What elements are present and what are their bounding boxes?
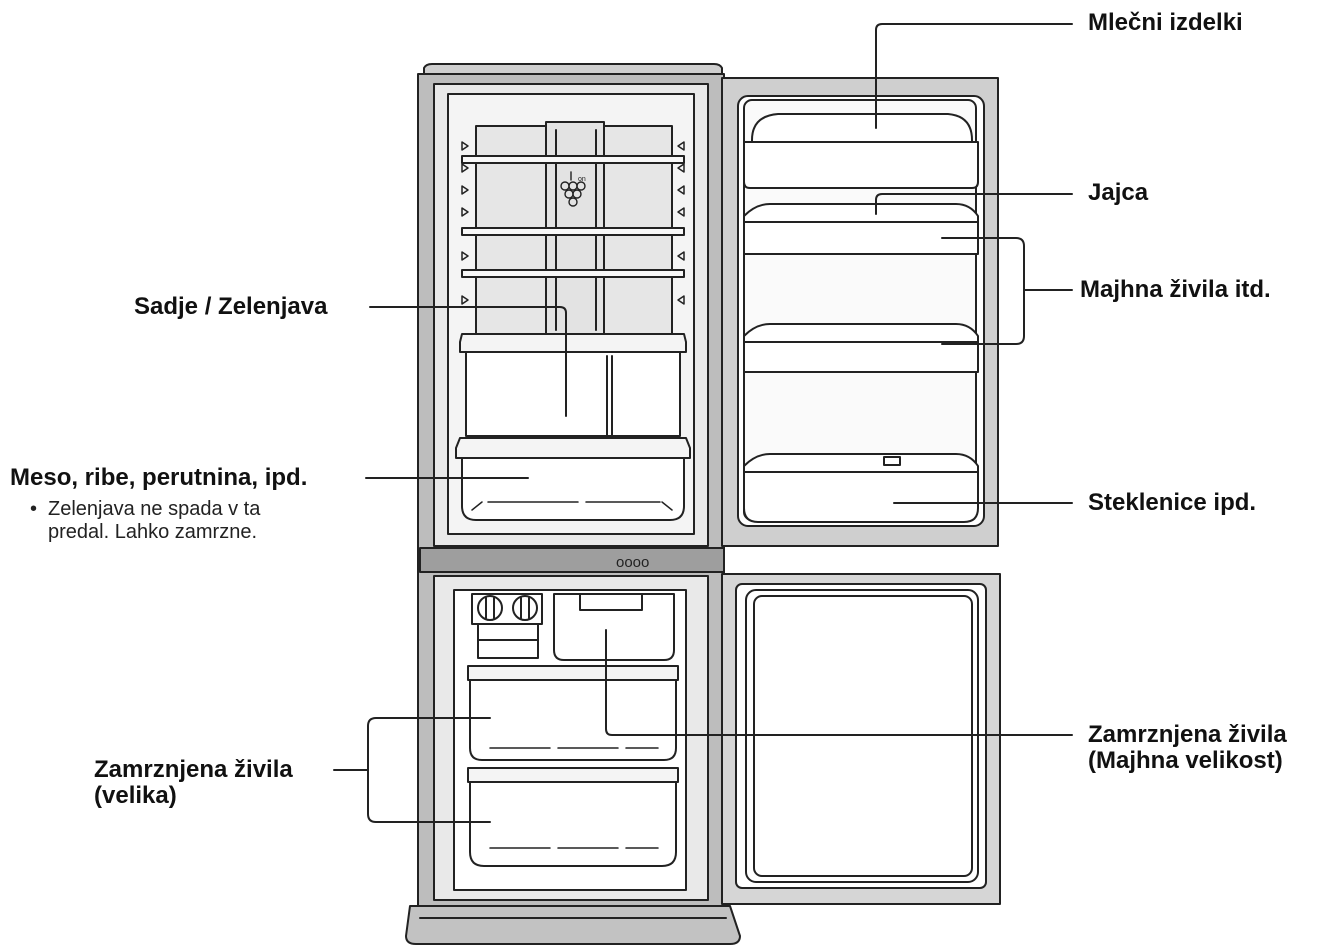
note-line-1: Zelenjava ne spada v ta — [48, 498, 261, 520]
leader-lines — [333, 23, 1073, 823]
bottle-pocket — [743, 453, 979, 523]
freezer-drawer-lower — [467, 767, 679, 867]
leader-small-foods — [941, 237, 1073, 345]
label-frozen-large-line-1: Zamrznjena živila — [94, 756, 293, 783]
upper-door — [721, 77, 999, 547]
shelf-rails-right — [677, 141, 685, 305]
label-dairy: Mlečni izdelki — [1088, 9, 1243, 36]
control-panel — [419, 547, 725, 573]
label-small-foods: Majhna živila itd. — [1080, 276, 1271, 303]
label-frozen-large: Zamrznjena živila (velika) — [94, 757, 293, 809]
shelves — [461, 155, 685, 278]
label-meat-fish: Meso, ribe, perutnina, ipd. — [10, 464, 308, 491]
shelf — [461, 155, 685, 164]
ice-maker — [471, 593, 543, 659]
leader-dairy — [875, 23, 1073, 129]
fridge-top-cap — [423, 63, 723, 75]
leader-fruit-veg — [369, 306, 567, 417]
label-frozen-large-line-2: (velika) — [94, 782, 177, 809]
label-fruit-veg: Sadje / Zelenjava — [134, 293, 328, 320]
shelf — [461, 227, 685, 236]
fridge-body: on — [405, 63, 741, 945]
leader-frozen-small — [605, 629, 1073, 736]
control-panel-buttons: oooo — [616, 554, 649, 571]
grape-icon — [560, 171, 586, 207]
small-freezer-box — [553, 593, 675, 661]
note-bullet: • — [30, 498, 38, 520]
label-frozen-small-line-2: (Majhna velikost) — [1088, 747, 1283, 774]
note-line-2: predal. Lahko zamrzne. — [48, 521, 258, 543]
label-frozen-small-line-1: Zamrznjena živila — [1088, 721, 1287, 748]
chilled-drawer — [455, 437, 691, 521]
dairy-compartment — [743, 113, 979, 189]
crisper-drawer — [459, 333, 687, 437]
small-foods-pocket — [743, 323, 979, 373]
shelf — [461, 269, 685, 278]
on-indicator-text: on — [578, 176, 586, 183]
lower-door — [721, 573, 1001, 905]
shelf-rails-left — [461, 141, 469, 305]
leader-frozen-large — [333, 717, 491, 823]
leader-eggs — [875, 193, 1073, 215]
fridge-base — [405, 905, 741, 945]
label-bottles: Steklenice ipd. — [1088, 489, 1257, 516]
note-vegetables: • Zelenjava ne spada v ta predal. Lahko z… — [30, 498, 260, 544]
label-eggs: Jajca — [1088, 179, 1149, 206]
freezer-drawer-upper — [467, 665, 679, 761]
label-frozen-small: Zamrznjena živila (Majhna velikost) — [1088, 722, 1287, 774]
egg-pocket — [743, 203, 979, 255]
